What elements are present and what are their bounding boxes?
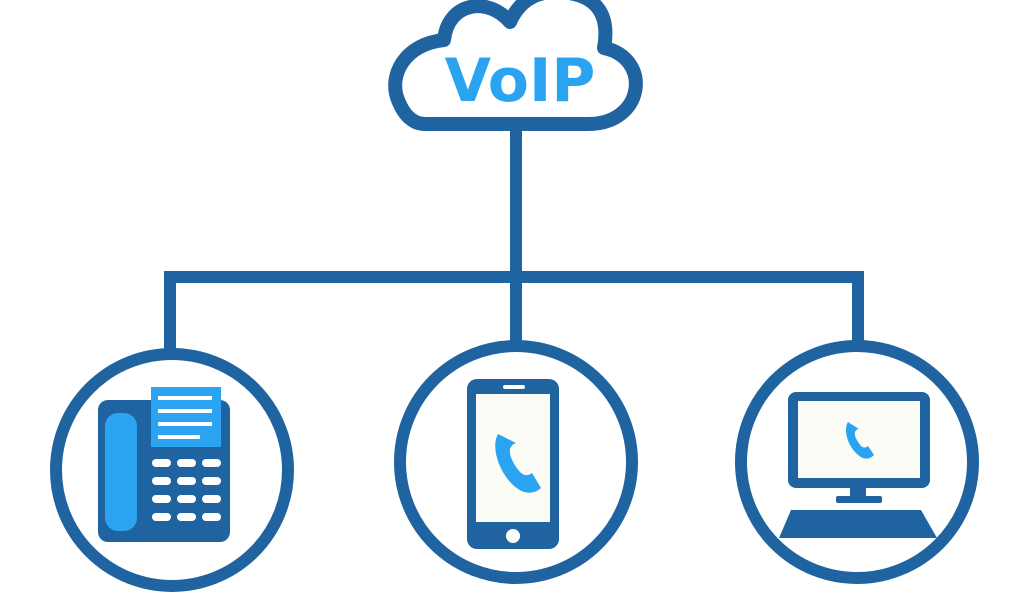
connector-lines [164,125,864,352]
desktop-computer-node [735,340,979,584]
desktop-computer-icon [779,392,937,538]
smartphone-node [394,340,638,584]
phone-handset-icon [495,434,541,493]
computer-handset-icon [846,422,874,459]
cloud-icon: VoIP [388,0,643,131]
branch-line [164,271,864,352]
desk-phone-icon [98,387,230,542]
cloud-label: VoIP [445,46,596,116]
smartphone-icon [467,379,559,549]
desk-phone-node [50,348,294,592]
